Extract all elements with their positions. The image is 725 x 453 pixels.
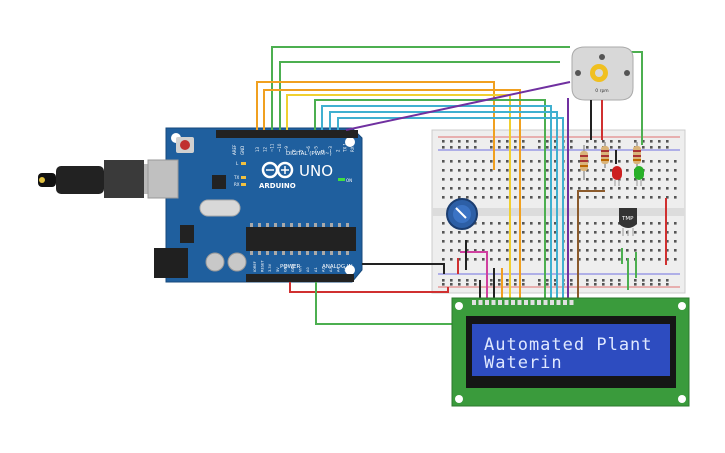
digital-pin-label: ~3 (328, 146, 333, 152)
power-pin-label: GND (291, 264, 295, 272)
digital-pin-label: 7 (299, 149, 304, 152)
wire-cyan-2[interactable] (329, 111, 558, 300)
digital-pin-label: 8 (292, 149, 297, 152)
rx-label: RX (234, 182, 240, 187)
power-pin-label: A4 (337, 267, 341, 272)
tx-label: TX (233, 175, 239, 180)
led-red[interactable] (612, 166, 622, 186)
power-pin-label: 3.3V (268, 263, 272, 272)
dc-motor[interactable]: 0 rpm (571, 46, 634, 140)
power-pin-label: A0 (306, 267, 310, 272)
lcd-16x2[interactable]: Automated Plant Waterin (451, 297, 690, 407)
power-pin-label: GND (283, 264, 287, 272)
lcd-pin[interactable] (524, 300, 528, 305)
board-model-label: UNO (299, 162, 333, 180)
digital-pin-label: 4 (321, 149, 326, 152)
wire-cyan-3[interactable] (337, 117, 564, 300)
wires[interactable] (256, 46, 667, 325)
temperature-sensor[interactable]: TMP (619, 208, 637, 236)
on-label: ON (346, 178, 352, 183)
power-led (338, 178, 345, 181)
wire-brown[interactable] (577, 190, 605, 300)
power-pin-label: A1 (314, 267, 318, 272)
lcd-pin[interactable] (498, 300, 502, 305)
arduino-logo-icon (261, 161, 294, 179)
wire-yellow[interactable] (286, 94, 511, 300)
digital-pin-label: 13 (255, 146, 260, 152)
lcd-pin[interactable] (556, 300, 561, 305)
wire-green-3[interactable] (314, 99, 546, 300)
digital-pin-label: 12 (262, 146, 267, 152)
resistor-2[interactable] (601, 142, 609, 168)
lcd-pin[interactable] (563, 300, 567, 305)
analog-label: ANALOG IN (322, 264, 353, 270)
lcd-pin[interactable] (511, 300, 515, 305)
wire-green-motor-2[interactable] (279, 61, 560, 130)
usb-jack (147, 159, 179, 199)
lcd-pin[interactable] (537, 300, 541, 305)
power-pin-label: RESET (261, 260, 265, 272)
wire-purple[interactable] (345, 81, 571, 131)
digital-label: DIGITAL (PWM~) (286, 151, 332, 157)
potentiometer[interactable] (446, 198, 478, 230)
gnd-label: GND (240, 146, 245, 155)
power-pin-label: A5 (344, 267, 348, 272)
power-pin-label: A2 (321, 267, 325, 272)
lcd-pin[interactable] (472, 300, 476, 305)
led-green[interactable] (634, 166, 644, 186)
aref-label: AREF (232, 144, 237, 155)
lcd-pin[interactable] (491, 300, 496, 305)
power-pin-label: Vin (299, 266, 303, 272)
resistor-3[interactable] (633, 142, 641, 168)
wire-green-motor-1[interactable] (271, 46, 570, 130)
lcd-line-2: Waterin (484, 353, 563, 373)
wire-green-a0[interactable] (315, 282, 460, 325)
lcd-pin[interactable] (517, 300, 522, 305)
resistor-1[interactable] (580, 145, 588, 180)
lcd-pin[interactable] (504, 300, 509, 305)
wire-pink[interactable] (460, 251, 488, 300)
lcd-screen (472, 324, 670, 376)
lcd-pin[interactable] (550, 300, 554, 305)
power-label: POWER (280, 264, 301, 270)
digital-pin-label: ~10 (277, 143, 282, 152)
wire-red-5v[interactable] (289, 282, 449, 293)
wire-orange-2[interactable] (263, 89, 521, 300)
motor-speed-label: 0 rpm (595, 88, 608, 94)
power-pin-label: A3 (329, 267, 333, 272)
board-brand-label: ARDUINO (259, 182, 296, 190)
power-pin-label: 5V (276, 267, 280, 272)
digital-pin-label: TX 1 (343, 143, 348, 153)
lcd-pin-header[interactable] (472, 300, 574, 305)
digital-pin-label: RX 0 (350, 142, 355, 152)
digital-pin-label: 2 (335, 149, 340, 152)
lcd-pin[interactable] (543, 300, 548, 305)
arduino-uno-board[interactable]: UNO ARDUINO DIGITAL (PWM~) POWER ANALOG … (147, 127, 363, 283)
digital-header[interactable] (216, 130, 358, 138)
l-label: L (236, 161, 239, 166)
wire-orange[interactable] (256, 81, 495, 170)
lcd-pin[interactable] (485, 300, 489, 305)
digital-pin-label: ~6 (306, 146, 311, 152)
lcd-pin[interactable] (569, 300, 574, 305)
power-pin-label: IOREF (253, 261, 257, 272)
digital-pin-label: ~9 (284, 146, 289, 152)
power-analog-header[interactable] (246, 274, 354, 282)
digital-pin-label: ~5 (313, 146, 318, 152)
lcd-line-1: Automated Plant (484, 335, 653, 355)
lcd-pin[interactable] (478, 300, 483, 305)
wire-black-gnd[interactable] (362, 263, 445, 274)
lcd-pin[interactable] (530, 300, 535, 305)
power-jack (154, 248, 188, 278)
reset-button[interactable] (176, 137, 194, 153)
motor-gear-icon (590, 64, 608, 82)
sensor-label: TMP (621, 216, 634, 222)
atmega-chip (246, 223, 356, 255)
wire-green-led[interactable] (630, 51, 643, 145)
wire-cyan-1[interactable] (321, 105, 552, 300)
usb-cable (38, 160, 172, 198)
digital-pin-label: ~11 (270, 143, 275, 152)
